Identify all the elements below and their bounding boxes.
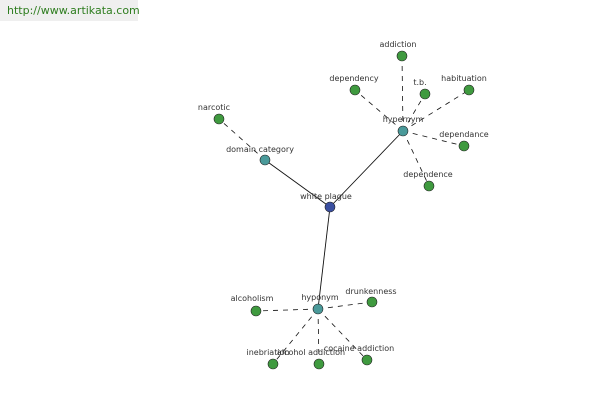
leaf-node-dependance[interactable]: [458, 140, 470, 152]
leaf-node-alcoholism[interactable]: [250, 305, 262, 317]
edge-hyponym-inebriation: [272, 308, 319, 365]
leaf-label-alcohol-addiction[interactable]: alcohol addiction: [277, 348, 345, 357]
relation-label-hyponym[interactable]: hyponym: [301, 293, 339, 302]
leaf-label-addiction[interactable]: addiction: [379, 40, 416, 49]
leaf-label-cocaine-addiction[interactable]: cocaine addiction: [324, 344, 394, 353]
relation-node-domain[interactable]: [259, 154, 271, 166]
edge-hypernym-habituation: [402, 89, 470, 132]
edge-hypernym-dependence: [402, 130, 430, 187]
leaf-node-addiction[interactable]: [396, 50, 408, 62]
edge-root-hyponym: [317, 206, 331, 310]
leaf-label-dependence[interactable]: dependence: [403, 170, 453, 179]
leaf-label-dependency[interactable]: dependency: [329, 74, 379, 83]
relation-label-domain[interactable]: domain category: [226, 145, 294, 154]
relation-node-hypernym[interactable]: [397, 125, 409, 137]
leaf-node-narcotic[interactable]: [213, 113, 225, 125]
edge-hypernym-dependency: [354, 89, 404, 132]
edge-hyponym-alcoholism: [255, 308, 319, 312]
root-node[interactable]: [324, 201, 336, 213]
edge-hypernym-dependance: [402, 130, 465, 147]
root-label[interactable]: white plague: [300, 192, 352, 201]
site-url[interactable]: http://www.artikata.com: [7, 4, 140, 17]
edge-root-hypernym: [329, 130, 404, 208]
leaf-node-drunkenness[interactable]: [366, 296, 378, 308]
graph-nodes: [213, 50, 475, 370]
url-banner: http://www.artikata.com: [0, 0, 140, 21]
leaf-node-cocaine-addiction[interactable]: [361, 354, 373, 366]
leaf-label-inebriation[interactable]: inebriation: [246, 348, 289, 357]
edge-hyponym-drunkenness: [317, 301, 373, 310]
leaf-label-drunkenness[interactable]: drunkenness: [345, 287, 396, 296]
leaf-node-inebriation[interactable]: [267, 358, 279, 370]
leaf-node-tb[interactable]: [419, 88, 431, 100]
leaf-node-dependency[interactable]: [349, 84, 361, 96]
relation-node-hyponym[interactable]: [312, 303, 324, 315]
graph-edges: [218, 55, 470, 365]
leaf-label-tb[interactable]: t.b.: [413, 78, 426, 87]
edge-hypernym-addiction: [401, 55, 404, 132]
edge-hypernym-tb: [402, 93, 426, 132]
relation-label-hypernym[interactable]: hypernym: [383, 115, 424, 124]
leaf-label-narcotic[interactable]: narcotic: [198, 103, 230, 112]
edge-hyponym-cocaine-addiction: [317, 308, 368, 361]
graph-labels: white plague domain category hypernym hypon…: [198, 40, 489, 357]
leaf-node-habituation[interactable]: [463, 84, 475, 96]
edge-domain-narcotic: [218, 118, 266, 161]
leaf-label-alcoholism[interactable]: alcoholism: [231, 294, 274, 303]
leaf-label-habituation[interactable]: habituation: [441, 74, 487, 83]
edge-root-domain: [264, 159, 331, 208]
leaf-node-dependence[interactable]: [423, 180, 435, 192]
leaf-label-dependance[interactable]: dependance: [439, 130, 489, 139]
leaf-node-alcohol-addiction[interactable]: [313, 358, 325, 370]
